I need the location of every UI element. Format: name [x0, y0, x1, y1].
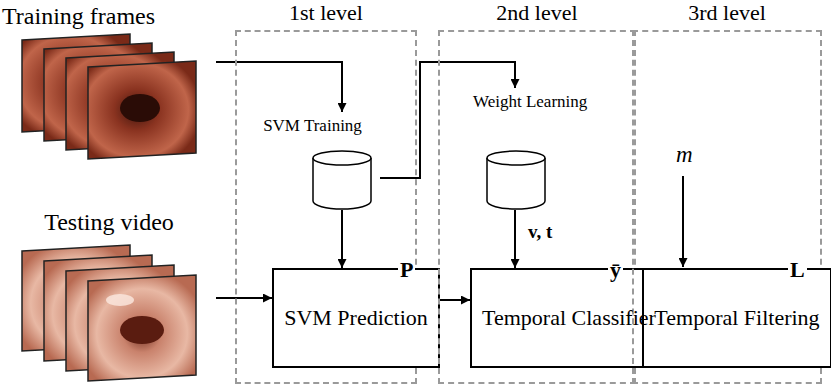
process-label: Temporal Classifier	[474, 301, 664, 335]
level-heading: 3rd level	[632, 0, 822, 26]
database-cylinder: SVM Training	[245, 112, 380, 210]
cylinder-symbol	[312, 150, 372, 210]
stack-heading: Training frames	[2, 2, 216, 30]
database-label: SVM Training	[245, 112, 380, 135]
cylinder-symbol	[486, 150, 546, 210]
process-box: Temporal Filtering	[642, 268, 831, 368]
connector-arrow	[514, 210, 516, 268]
process-label: SVM Prediction	[276, 301, 436, 335]
process-box: Temporal Classifier	[470, 268, 668, 368]
process-box: SVM Prediction	[272, 268, 440, 368]
connector-arrow	[440, 299, 470, 301]
process-label: Temporal Filtering	[646, 301, 827, 335]
parameter-label: m	[674, 142, 695, 167]
level-heading: 1st level	[235, 0, 417, 26]
image-stack: Testing video	[2, 208, 216, 386]
training-frame-stack	[22, 34, 196, 159]
level-band: 3rd levelTemporal Filtering	[632, 0, 822, 384]
connector-arrow	[216, 297, 272, 299]
stack-heading: Testing video	[2, 208, 216, 236]
testing-frame-stack	[22, 245, 196, 381]
parameter-arrow	[682, 176, 684, 267]
signal-label: v, t	[526, 222, 554, 243]
level-band: 2nd levelWeight LearningTemporal Classif…	[438, 0, 636, 384]
database-label: Weight Learning	[465, 88, 573, 111]
database-cylinder: Weight Learning	[465, 88, 573, 210]
image-stack: Training frames	[2, 2, 216, 162]
level-heading: 2nd level	[438, 0, 636, 26]
level-band: 1st levelSVM TrainingSVM Prediction	[235, 0, 417, 384]
connector-arrow	[341, 210, 343, 268]
